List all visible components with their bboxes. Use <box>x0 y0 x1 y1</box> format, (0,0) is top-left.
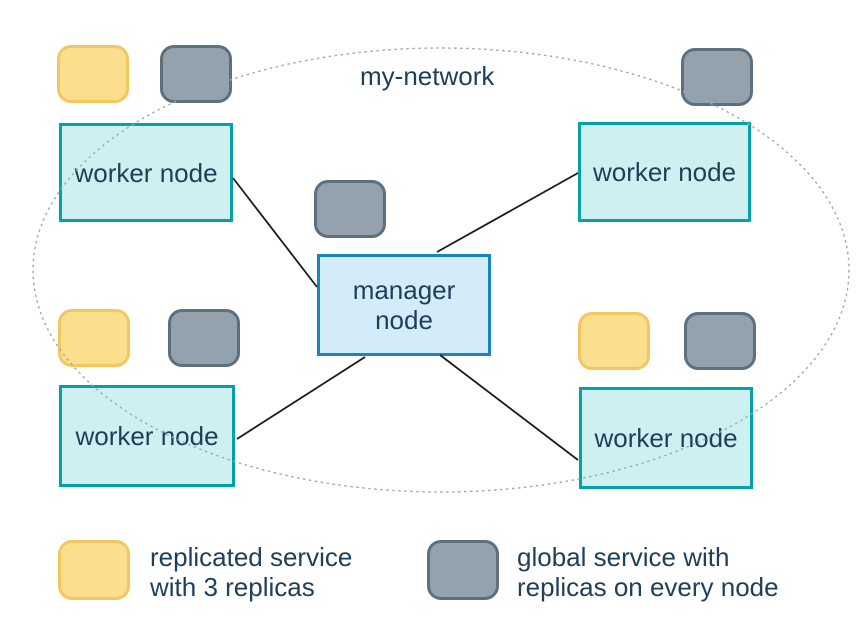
worker-node-label: worker node <box>594 423 738 453</box>
manager-node-label-line1: manager <box>352 275 456 305</box>
global-service-box <box>684 312 756 370</box>
legend-global-service-label: global service with replicas on every no… <box>517 542 779 602</box>
global-service-box <box>168 309 240 367</box>
worker-node-label: worker node <box>74 157 218 188</box>
worker-node-top-right: worker node <box>578 122 751 222</box>
manager-node-label: manager node <box>353 275 456 335</box>
replicated-service-box <box>578 312 650 370</box>
worker-node-top-left: worker node <box>59 123 233 222</box>
connector-line-manager-to-worker-bottom-left <box>236 356 366 440</box>
connector-line-manager-to-worker-top-right <box>436 172 579 253</box>
connector-line-manager-to-worker-top-left <box>232 177 318 288</box>
network-label: my-network <box>360 61 495 91</box>
legend-replicated-line2: with 3 replicas <box>150 572 315 602</box>
manager-node-label-line2: node <box>375 305 433 335</box>
global-service-box <box>314 180 386 238</box>
replicated-service-box <box>58 309 130 367</box>
replicated-service-box <box>57 45 129 103</box>
legend-global-service-swatch <box>427 540 499 600</box>
worker-node-label: worker node <box>592 157 737 187</box>
legend-replicated-service-swatch <box>58 540 130 600</box>
legend-replicated-line1: replicated service <box>150 542 353 572</box>
worker-node-bottom-left: worker node <box>59 385 235 487</box>
legend-global-line1: global service with <box>517 542 730 572</box>
legend-global-line2: replicas on every node <box>517 572 779 602</box>
global-service-box <box>681 48 753 106</box>
global-service-box <box>160 45 232 103</box>
worker-node-bottom-right: worker node <box>579 387 753 489</box>
legend-replicated-service-label: replicated service with 3 replicas <box>150 542 352 602</box>
worker-node-label: worker node <box>75 421 219 451</box>
manager-node: manager node <box>317 254 491 356</box>
connector-line-manager-to-worker-bottom-right <box>439 354 579 461</box>
